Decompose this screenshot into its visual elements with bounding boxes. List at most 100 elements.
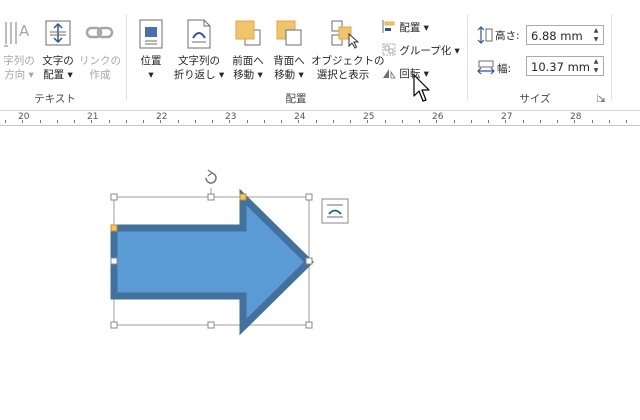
ruler-tick [109,120,110,123]
width-input[interactable]: 10.37 mm ▲▼ [526,56,604,76]
rotate-handle-icon[interactable] [205,169,217,184]
group-separator [611,14,612,100]
svg-text:A: A [19,22,30,40]
align-text-icon [45,20,71,46]
height-input[interactable]: 6.88 mm ▲▼ [526,25,604,45]
ruler-number: 24 [294,112,306,122]
align-text-button[interactable]: 文字の 配置 ▾ [38,16,78,88]
ruler-tick [126,120,127,123]
ruler-tick [91,120,92,123]
resize-handle[interactable] [110,257,118,265]
horizontal-ruler[interactable]: 20 21 22 23 24 25 26 27 28 [0,111,640,126]
ruler-tick [281,120,282,123]
layout-options-icon[interactable] [321,198,349,224]
position-button[interactable]: 位置 ▾ [132,16,170,88]
height-label: 高さ: [495,30,520,42]
group-label: グループ化 ▾ [399,45,460,57]
send-backward-label-1: 背面へ [273,55,305,67]
ruler-tick [523,120,524,123]
ruler-number: 26 [432,112,444,122]
ruler-tick [5,120,6,123]
position-icon [139,19,163,49]
send-backward-button[interactable]: 背面へ 移動 ▾ [268,16,310,88]
resize-handle[interactable] [305,321,313,329]
adjust-handle[interactable] [239,193,247,201]
text-group-label: テキスト [34,93,76,105]
ruler-tick [57,120,58,123]
ruler-tick [195,120,196,123]
size-group-label: サイズ [519,93,551,105]
wrap-text-button[interactable]: 文字列の 折り返し ▾ [170,16,228,88]
link-icon [85,26,114,39]
resize-handle[interactable] [207,193,215,201]
bring-forward-label-2: 移動 ▾ [233,69,263,81]
ruler-number: 28 [570,112,582,122]
align-text-label-1: 文字の [42,55,74,67]
position-label-2: ▾ [148,69,154,81]
resize-handle[interactable] [305,193,313,201]
create-link-label-2: 作成 [89,69,111,81]
ruler-tick [454,120,455,123]
bring-forward-label-1: 前面へ [232,55,264,67]
resize-handle[interactable] [110,321,118,329]
ruler-tick [350,120,351,123]
ruler-tick [471,120,472,123]
ruler-tick [264,120,265,123]
rotate-icon [383,69,396,79]
adjust-handle[interactable] [110,224,118,232]
ruler-tick [436,120,437,123]
ruler-tick [160,120,161,123]
width-value: 10.37 mm [531,60,590,74]
bring-forward-button[interactable]: 前面へ 移動 ▾ [228,16,268,88]
text-direction-button[interactable]: A 字列の 方向 ▾ [0,16,38,88]
align-label: 配置 ▾ [399,22,429,34]
text-direction-label-2: 方向 ▾ [4,69,34,81]
ruler-tick [229,120,230,123]
height-icon [477,26,493,44]
ruler-tick [540,120,541,123]
width-spinner[interactable]: ▲▼ [593,58,599,74]
ruler-tick [505,120,506,123]
dialog-launcher-icon[interactable] [597,94,605,102]
ruler-number: 22 [156,112,168,122]
document-canvas[interactable] [0,126,640,420]
width-label: 幅: [497,63,512,75]
height-value: 6.88 mm [531,29,583,43]
ruler-number: 23 [225,112,237,122]
right-arrow-shape[interactable] [110,188,314,336]
group-button[interactable]: グループ化 ▾ [382,43,460,58]
text-direction-label-1: 字列の [3,55,35,67]
create-link-button[interactable]: リンクの 作成 [78,16,122,88]
ruler-number: 20 [18,112,30,122]
ruler-number: 27 [501,112,513,122]
ruler-number: 25 [363,112,375,122]
ruler-tick [298,120,299,123]
ruler-tick [609,120,610,123]
bring-forward-icon [235,20,261,46]
rotate-button[interactable]: 回転 ▾ [382,66,429,81]
resize-handle[interactable] [305,257,313,265]
ruler-tick [367,120,368,123]
align-button[interactable]: 配置 ▾ [382,20,429,35]
ribbon: A 字列の 方向 ▾ 文字の 配置 ▾ リンクの 作成 テキスト [0,0,640,111]
ruler-tick [22,120,23,123]
wrap-text-icon [187,19,211,49]
selection-pane-button[interactable]: オブジェクトの 選択と表示 [311,16,385,88]
create-link-label-1: リンクの [79,55,121,67]
wrap-text-label-2: 折り返し ▾ [173,69,225,81]
wrap-text-label-1: 文字列の [178,55,220,67]
text-direction-icon: A [4,22,30,47]
group-icon [382,43,396,56]
height-spinner[interactable]: ▲▼ [593,27,599,43]
ruler-tick [557,120,558,123]
resize-handle[interactable] [110,193,118,201]
group-separator [467,14,468,100]
selected-shape[interactable] [110,169,314,336]
group-separator [126,14,127,100]
ruler-tick [488,120,489,123]
ruler-tick [385,120,386,123]
ruler-tick [402,120,403,123]
position-label-1: 位置 [140,55,162,67]
ruler-tick [333,120,334,123]
resize-handle[interactable] [207,321,215,329]
